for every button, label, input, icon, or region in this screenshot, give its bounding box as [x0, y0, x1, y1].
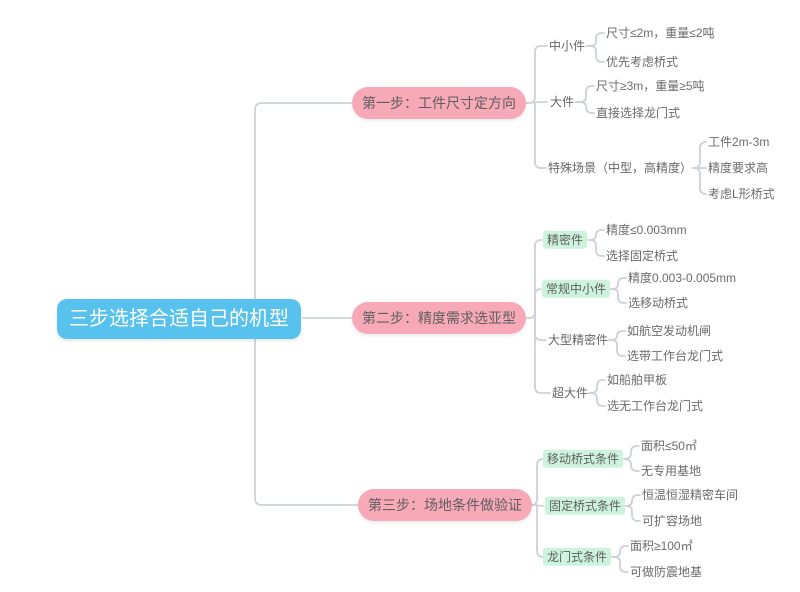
- branch-1-child-2-leaf-2[interactable]: 直接选择龙门式: [596, 105, 681, 120]
- branch-2[interactable]: 第二步：精度需求选亚型: [352, 302, 526, 334]
- branch-3[interactable]: 第三步：场地条件做验证: [358, 489, 532, 521]
- branch-3-child-3-leaf-2[interactable]: 可做防震地基: [630, 564, 703, 579]
- branch-1-child-2-leaf-1[interactable]: 尺寸≥3m，重量≥5吨: [596, 78, 705, 93]
- branch-2-child-4-leaf-2[interactable]: 选无工作台龙门式: [607, 398, 704, 413]
- branch-2-child-2-leaf-1[interactable]: 精度0.003-0.005mm: [628, 270, 737, 285]
- branch-3-child-3[interactable]: 龙门式条件: [543, 547, 612, 567]
- branch-1-child-1-leaf-2[interactable]: 优先考虑桥式: [606, 54, 679, 69]
- branch-2-child-2[interactable]: 常规中小件: [542, 279, 611, 299]
- branch-2-child-4[interactable]: 超大件: [552, 385, 589, 400]
- branch-3-child-3-leaf-1[interactable]: 面积≥100㎡: [630, 538, 693, 553]
- branch-1-child-1-leaf-1[interactable]: 尺寸≤2m，重量≤2吨: [606, 25, 715, 40]
- branch-3-child-1-leaf-2[interactable]: 无专用基地: [641, 463, 702, 478]
- branch-1-child-3-leaf-2[interactable]: 精度要求高: [708, 160, 769, 175]
- branch-2-child-3-leaf-2[interactable]: 选带工作台龙门式: [627, 348, 724, 363]
- branch-1-child-3-leaf-3[interactable]: 考虑L形桥式: [708, 186, 775, 201]
- branch-3-child-1[interactable]: 移动桥式条件: [543, 449, 624, 469]
- branch-1-child-3[interactable]: 特殊场景（中型，高精度）: [548, 160, 693, 175]
- branch-2-child-3[interactable]: 大型精密件: [548, 332, 609, 347]
- branch-1-child-1[interactable]: 中小件: [549, 38, 586, 53]
- branch-2-child-4-leaf-1[interactable]: 如船舶甲板: [607, 372, 668, 387]
- branch-2-child-1-leaf-1[interactable]: 精度≤0.003mm: [606, 222, 687, 237]
- branch-1-child-3-leaf-1[interactable]: 工件2m-3m: [708, 134, 770, 149]
- branch-3-child-1-leaf-1[interactable]: 面积≤50㎡: [641, 438, 697, 453]
- branch-2-child-3-leaf-1[interactable]: 如航空发动机闸: [627, 323, 712, 338]
- root-node[interactable]: 三步选择合适自己的机型: [57, 299, 301, 339]
- branch-3-child-2-leaf-1[interactable]: 恒温恒湿精密车间: [642, 487, 739, 502]
- branch-2-child-2-leaf-2[interactable]: 选移动桥式: [628, 295, 689, 310]
- branch-2-child-1-leaf-2[interactable]: 选择固定桥式: [606, 248, 679, 263]
- branch-3-child-2[interactable]: 固定桥式条件: [545, 496, 626, 516]
- branch-1-child-2[interactable]: 大件: [550, 94, 575, 109]
- branch-2-child-1[interactable]: 精密件: [543, 230, 588, 250]
- branch-1[interactable]: 第一步：工件尺寸定方向: [352, 87, 526, 119]
- branch-3-child-2-leaf-2[interactable]: 可扩容场地: [642, 513, 703, 528]
